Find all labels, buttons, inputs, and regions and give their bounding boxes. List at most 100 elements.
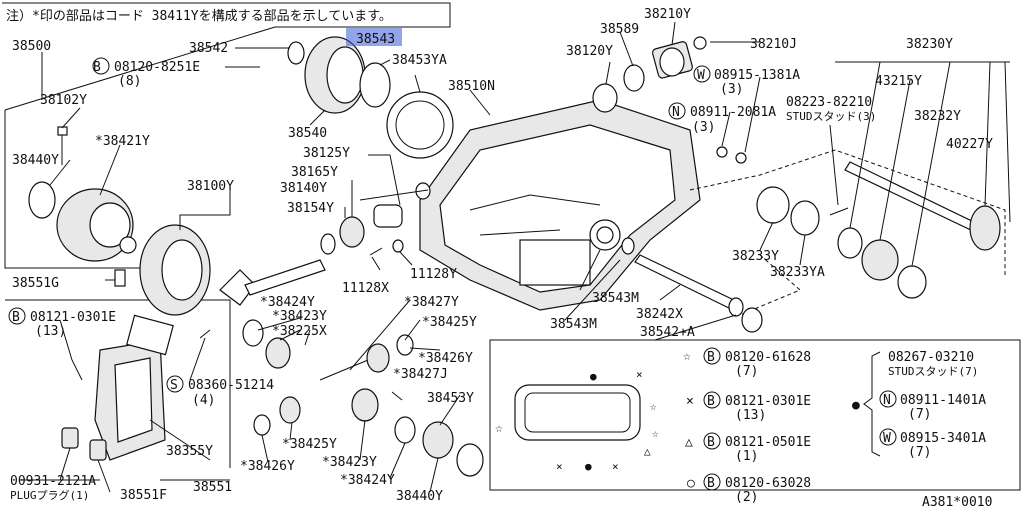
- marker-dot-2: ●: [585, 460, 592, 473]
- legend-bolt-1: B: [707, 350, 715, 365]
- washer-38424Y-a: [242, 319, 264, 347]
- label-38440Y-b: 38440Y: [396, 489, 443, 504]
- marker-cross-3: ×: [612, 460, 619, 473]
- legend-washer-code: 08915-3401A: [900, 431, 986, 446]
- label-38233YA: 38233YA: [770, 265, 825, 280]
- seal-38589: [623, 64, 645, 92]
- lower-left-frame: [5, 299, 231, 468]
- legend-washer-symbol: W: [883, 431, 891, 446]
- label-38230Y: 38230Y: [906, 37, 953, 52]
- legend-triangle-qty: (1): [735, 449, 758, 464]
- label-38232Y: 38232Y: [914, 109, 961, 124]
- side-gear-38423Y-a: [265, 337, 291, 369]
- label-38427Y: *38427Y: [404, 295, 459, 310]
- label-38453Y: 38453Y: [427, 391, 474, 406]
- bearing-38440Y-a: [28, 181, 56, 219]
- gasket-38233YA: [790, 200, 820, 236]
- label-38543M-a: 38543M: [592, 291, 639, 306]
- washer-38424Y-b: [394, 416, 416, 444]
- left-frame: [4, 110, 140, 269]
- bolt-11128X: [369, 247, 383, 256]
- label-38551G: 38551G: [12, 276, 59, 291]
- marker-triangle: △: [644, 445, 651, 458]
- legend-circle-symbol: ○: [687, 476, 695, 491]
- label-38102Y: 38102Y: [40, 93, 87, 108]
- qty-3b: (3): [692, 120, 715, 135]
- label-38425Y-b: *38425Y: [282, 437, 337, 452]
- label-38423Y-b: *38423Y: [322, 455, 377, 470]
- o-ring-38543: [359, 62, 391, 108]
- differential-carrier-housing: [419, 99, 701, 311]
- fastener-legend: ☆ B 08120-61628 (7) × B 08121-0301E (13)…: [683, 347, 986, 505]
- gasket-38233Y: [756, 186, 790, 224]
- label-38543: 38543: [356, 32, 395, 47]
- o-ring-38543M-b: [728, 297, 744, 317]
- label-38210Y: 38210Y: [644, 7, 691, 22]
- bearing-38140Y: [339, 216, 365, 248]
- washer-38426Y-b: [253, 414, 271, 436]
- washer-38426Y-a: [396, 334, 414, 356]
- label-08915-1381A: 08915-1381A: [714, 68, 800, 83]
- legend-cross-symbol: ×: [686, 394, 694, 409]
- shaft-38242X: [634, 254, 739, 311]
- washer-symbol: W: [697, 68, 705, 83]
- plug-38551F: [89, 439, 107, 461]
- label-38165Y: 38165Y: [291, 165, 338, 180]
- label-38210J: 38210J: [750, 37, 797, 52]
- legend-frame: [489, 339, 1021, 491]
- label-38551: 38551: [193, 480, 232, 495]
- legend-nut-symbol: N: [883, 393, 891, 408]
- marker-star: ☆: [495, 421, 503, 436]
- legend-brace: [863, 351, 881, 457]
- legend-washer-qty: (7): [908, 445, 931, 460]
- screw-08360: [199, 329, 211, 339]
- seal-38120Y: [592, 83, 618, 113]
- label-38233Y: 38233Y: [732, 249, 779, 264]
- label-38225X: *38225X: [272, 324, 327, 339]
- cover-bolt-pattern: [514, 384, 641, 441]
- legend-bolt-4: B: [707, 476, 715, 491]
- spacer-38165Y: [373, 204, 403, 228]
- rear-cover-38355Y: [94, 314, 174, 461]
- label-08911-2081A: 08911-2081A: [690, 105, 776, 120]
- legend-star-code: 08120-61628: [725, 350, 811, 365]
- legend-bolt-2: B: [707, 394, 715, 409]
- qty-8: (8): [118, 74, 141, 89]
- label-43215Y: 43215Y: [875, 74, 922, 89]
- marker-cross: ×: [636, 368, 643, 381]
- o-ring-38543M-a: [621, 237, 635, 255]
- pinion-gear-38425Y-a: [366, 343, 390, 373]
- legend-nut-qty: (7): [908, 407, 931, 422]
- label-38242X: 38242X: [636, 307, 683, 322]
- label-38440Y-a: 38440Y: [12, 153, 59, 168]
- label-40227Y: 40227Y: [946, 137, 993, 152]
- marker-dot: ●: [590, 370, 597, 383]
- drive-pinion: [219, 259, 326, 306]
- diagram-id: A381*0010: [922, 495, 992, 510]
- side-retainer-38540: [304, 36, 366, 114]
- seal-38453Y: [456, 443, 484, 477]
- label-38120Y: 38120Y: [566, 44, 613, 59]
- legend-circle-qty: (2): [735, 490, 758, 505]
- plug-00931: [61, 427, 79, 449]
- label-stud-3: STUDスタッド(3): [786, 110, 876, 123]
- label-plug-1: PLUGプラグ(1): [10, 488, 89, 502]
- legend-triangle-symbol: △: [685, 435, 693, 450]
- oil-seal-38542: [287, 41, 305, 65]
- side-gear-38423Y-b: [351, 388, 379, 422]
- ring-gear-38100Y: [139, 224, 211, 316]
- label-38423Y-a: *38423Y: [272, 309, 327, 324]
- seal-40227Y: [897, 265, 927, 299]
- label-38426Y-b: *38426Y: [240, 459, 295, 474]
- gasket-38453YA: [386, 91, 454, 159]
- marker-star-3: ☆: [652, 427, 659, 440]
- label-00931-2121A: 00931-2121A: [10, 474, 96, 489]
- legend-nut-code: 08911-1401A: [900, 393, 986, 408]
- label-08121-0301E: 08121-0301E: [30, 310, 116, 325]
- legend-circle-code: 08120-63028: [725, 476, 811, 491]
- note-frame: [2, 2, 451, 111]
- breather-38551G: [114, 269, 126, 287]
- label-08360-51214: 08360-51214: [188, 378, 274, 393]
- bolt-08121-0301E: [71, 359, 83, 381]
- stud-08223: [829, 207, 849, 216]
